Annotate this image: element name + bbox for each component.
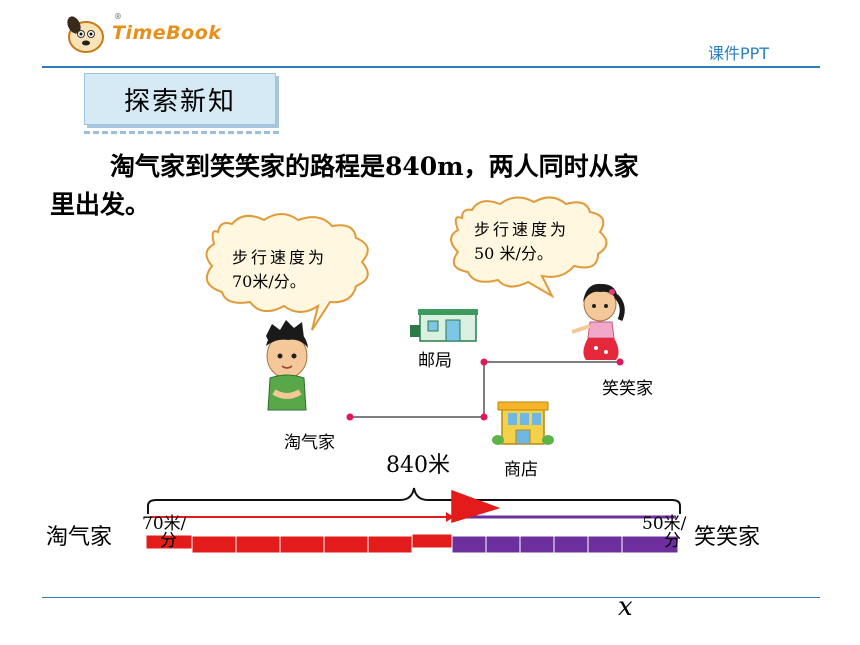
route-path [346,358,624,421]
right-bubble-line-2: 50 米/分。 [474,244,553,263]
right-speech-bubble [450,196,608,299]
boy-taoqi-figure [266,320,308,411]
courseware-label: 课件PPT [708,44,770,63]
right-bubble-text: 步行速度为 50 米/分。 [474,218,569,266]
left-bubble-line-2: 70米/分。 [232,272,306,291]
footer-divider [42,597,820,598]
timebook-logo: ® TimeBook [62,12,242,56]
xiaoxiao-home-map-label: 笑笑家 [602,379,653,399]
problem-line-2: 里出发。 [50,190,151,219]
right-speed-line-2: 分 [664,531,681,551]
left-speed-line-1: 70米/ [142,514,187,534]
right-speed-label: 50米/ 分 [642,516,686,550]
distance-label: 840米 [386,453,450,478]
taoqi-bar-segments [145,533,453,554]
bar-left-label: 淘气家 [46,525,113,550]
distance-brace [147,487,681,514]
registered-mark: ® [114,12,122,21]
dog-mascot-icon [67,16,104,53]
logo-wordmark: TimeBook [112,22,222,44]
left-speech-bubble [205,213,369,331]
problem-text: 淘气家到笑笑家的路程是840m，两人同时从家 里出发。 [50,148,810,224]
taoqi-home-map-label: 淘气家 [284,433,335,453]
section-dash-underline [84,131,279,134]
store-label: 商店 [504,460,538,480]
girl-xiaoxiao-figure [571,283,625,360]
left-speed-label: 70米/ 分 [142,516,186,550]
post-office-building [410,309,478,342]
right-speed-line-1: 50米/ [642,514,687,534]
post-office-label: 邮局 [418,351,452,371]
left-bubble-text: 步行速度为 70米/分。 [232,246,327,294]
left-speed-line-2: 分 [160,531,177,551]
section-title: 探索新知 [84,73,276,125]
bar-right-label: 笑笑家 [694,525,761,550]
problem-line-1: 淘气家到笑笑家的路程是840m，两人同时从家 [110,152,639,181]
unknown-x-label: x [618,592,633,622]
store-building [492,401,554,445]
header-divider [42,66,820,68]
meeting-point-flag [451,489,501,524]
left-bubble-line-1: 步行速度为 [232,248,328,267]
xiaoxiao-bar-segments [451,535,679,554]
right-bubble-line-1: 步行速度为 [474,220,570,239]
